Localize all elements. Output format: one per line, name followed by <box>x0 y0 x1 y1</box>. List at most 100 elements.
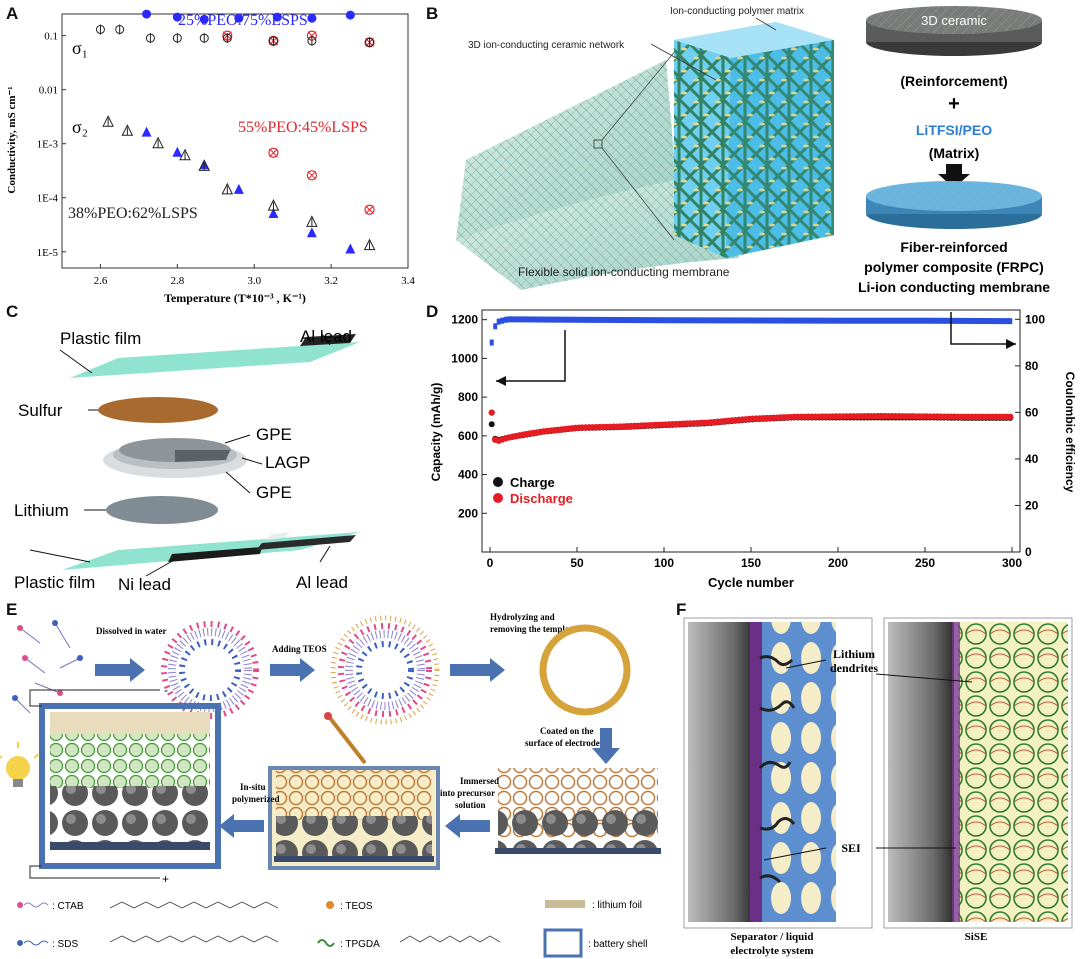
efficiency-point <box>903 317 908 324</box>
efficiency-point <box>956 317 961 324</box>
plastic-film-bottom-label: Plastic film <box>14 573 95 592</box>
efficiency-point <box>931 317 936 324</box>
efficiency-point <box>750 317 755 324</box>
efficiency-point <box>674 317 679 324</box>
efficiency-point <box>782 317 787 324</box>
y-tick-label: 1E-5 <box>37 247 59 259</box>
efficiency-point <box>768 317 773 324</box>
legend-discharge-marker <box>493 493 503 503</box>
efficiency-point <box>566 316 571 323</box>
right-anode <box>888 622 954 922</box>
ctab-structure <box>109 901 279 909</box>
ceramic-disk-label: 3D ceramic <box>921 13 987 28</box>
y-tick-label: 600 <box>458 429 478 443</box>
y-right-tick-label: 20 <box>1025 498 1039 512</box>
efficiency-point <box>500 317 505 324</box>
efficiency-point <box>994 318 999 325</box>
legend-shell-swatch <box>543 928 583 958</box>
synthesis-schematic: Dissolved in water Adding TEOS Hydrolyzi… <box>0 612 661 958</box>
efficiency-point <box>534 316 539 323</box>
sds-structure <box>109 935 279 943</box>
x-tick-label: 2.8 <box>170 275 184 287</box>
efficiency-point <box>966 317 971 324</box>
efficiency-point <box>625 317 630 324</box>
efficiency-point <box>823 317 828 324</box>
efficiency-point <box>764 317 769 324</box>
efficiency-point <box>855 317 860 324</box>
efficiency-point <box>980 318 985 325</box>
data-point <box>141 126 152 137</box>
step1-label: Dissolved in water <box>96 626 167 636</box>
frpc-line1: Fiber-reinforced <box>900 239 1007 255</box>
efficiency-point <box>507 316 512 323</box>
x-tick-label: 3.2 <box>324 275 338 287</box>
sulfur-label: Sulfur <box>18 401 63 420</box>
arrow-step4-icon <box>592 728 620 764</box>
efficiency-point <box>670 317 675 324</box>
efficiency-point <box>851 317 856 324</box>
efficiency-point <box>562 316 567 323</box>
efficiency-point <box>858 317 863 324</box>
efficiency-point <box>528 316 533 323</box>
efficiency-point <box>924 317 929 324</box>
y-right-tick-label: 80 <box>1025 359 1039 373</box>
lightbulb-icon <box>0 742 40 787</box>
x-tick-label: 250 <box>915 556 935 570</box>
arrow-step1-icon <box>95 658 145 682</box>
efficiency-point <box>514 316 519 323</box>
efficiency-point <box>573 316 578 323</box>
panel-label-f: F <box>676 600 687 619</box>
efficiency-point <box>1004 318 1009 325</box>
efficiency-point <box>830 317 835 324</box>
legend-teos: : TEOS <box>326 901 373 912</box>
efficiency-point <box>621 317 626 324</box>
efficiency-point <box>608 316 613 323</box>
efficiency-point <box>862 317 867 324</box>
data-point <box>364 204 375 215</box>
ni-lead-label: Ni lead <box>118 575 171 594</box>
x-tick-label: 150 <box>741 556 761 570</box>
efficiency-point <box>976 317 981 324</box>
data-point <box>268 208 279 219</box>
arrow-left-icon <box>496 376 506 386</box>
y-right-tick-label: 100 <box>1025 312 1045 326</box>
efficiency-point <box>997 318 1002 325</box>
efficiency-point <box>615 316 620 323</box>
efficiency-point <box>938 317 943 324</box>
efficiency-point <box>722 317 727 324</box>
efficiency-point <box>792 317 797 324</box>
efficiency-point <box>510 316 515 323</box>
efficiency-point <box>820 317 825 324</box>
matrix-name-label: LiTFSI/PEO <box>916 122 992 138</box>
y-tick-label: 0.1 <box>44 31 58 43</box>
step6-label-a: In-situ <box>240 782 266 792</box>
x-tick-label: 200 <box>828 556 848 570</box>
efficiency-point <box>945 317 950 324</box>
data-point <box>234 13 244 23</box>
data-point <box>272 12 282 22</box>
arrow-step5-icon <box>445 814 490 838</box>
efficiency-point <box>705 317 710 324</box>
cell-assembly-diagram: Plastic film Al lead Sulfur GPE LAGP GPE… <box>14 327 360 594</box>
efficiency-point <box>618 317 623 324</box>
efficiency-point <box>712 317 717 324</box>
efficiency-point <box>656 317 661 324</box>
efficiency-point <box>789 317 794 324</box>
efficiency-point <box>729 317 734 324</box>
efficiency-point <box>688 317 693 324</box>
efficiency-point <box>969 317 974 324</box>
efficiency-point <box>646 317 651 324</box>
data-point <box>172 12 182 22</box>
series-label-55peo: 55%PEO:45%LSPS <box>238 119 368 136</box>
step6-label-b: polymerized <box>232 794 280 804</box>
tpgda-structure <box>399 935 501 943</box>
data-point <box>306 227 317 238</box>
panel-label-a: A <box>6 4 19 23</box>
plus-sign: + <box>948 93 960 115</box>
efficiency-point <box>642 317 647 324</box>
efficiency-point <box>503 316 508 323</box>
step3-label-b: removing the template <box>490 624 576 634</box>
step5-label-c: solution <box>455 800 486 810</box>
step4-label-a: Coated on the <box>540 726 594 736</box>
efficiency-point <box>917 317 922 324</box>
